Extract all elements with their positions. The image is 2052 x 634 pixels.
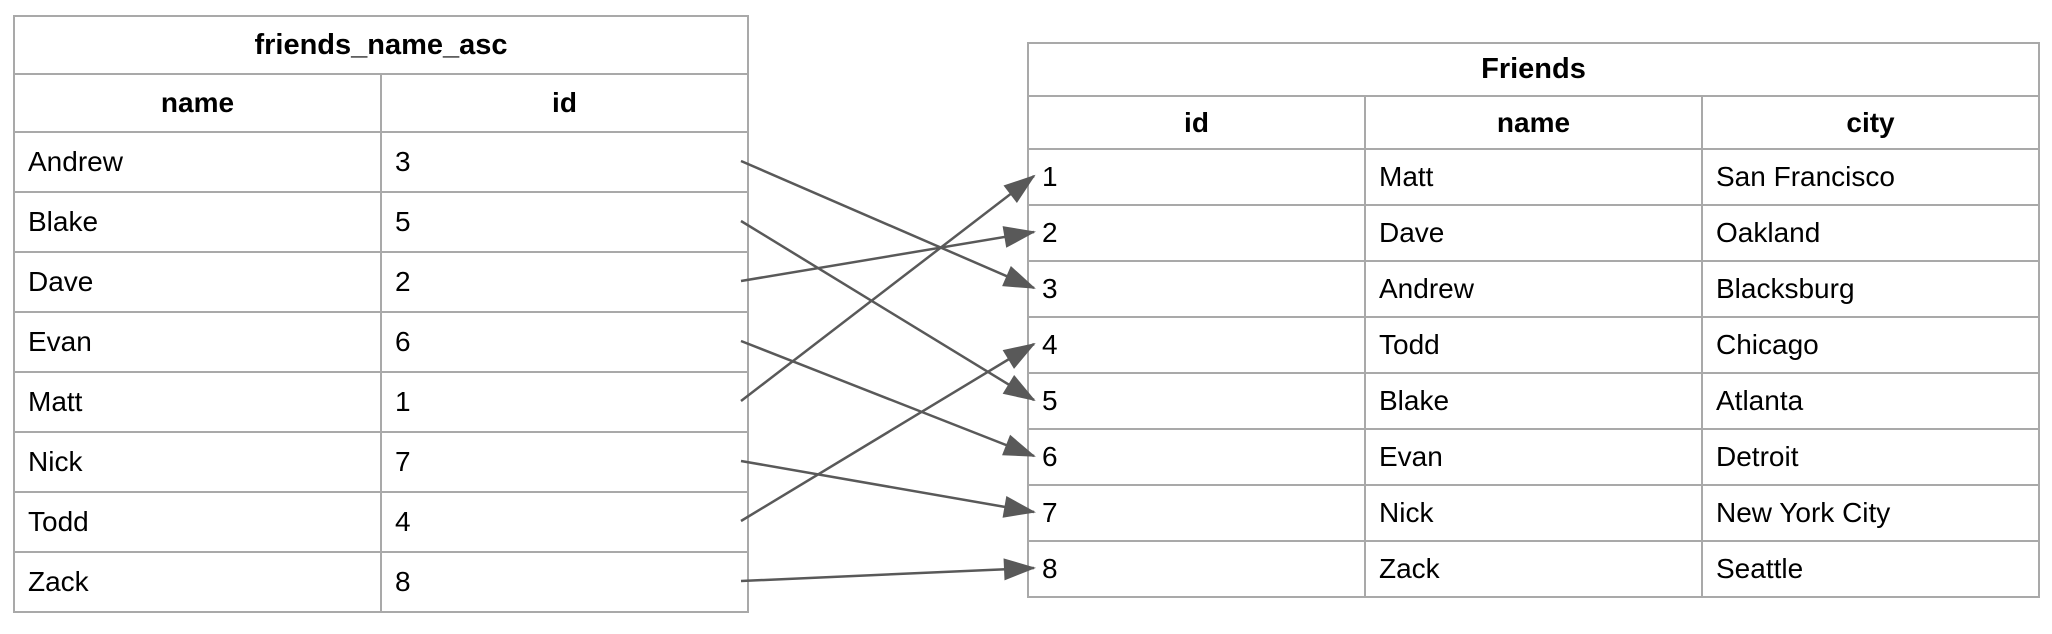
left-table-cell: 8 [380, 551, 749, 613]
left-table-title: friends_name_asc [13, 15, 749, 75]
left-column-header-name: name [13, 73, 382, 133]
right-table-cell: Todd [1364, 316, 1703, 374]
right-table-cell: Matt [1364, 148, 1703, 206]
left-column-header-id: id [380, 73, 749, 133]
left-table-cell: Dave [13, 251, 382, 313]
right-table-cell: Atlanta [1700, 372, 2041, 430]
left-table-cell: 6 [380, 311, 749, 373]
left-table-cell: Blake [13, 191, 382, 253]
left-table-cell: Nick [13, 431, 382, 493]
right-table-cell: Zack [1364, 540, 1703, 598]
right-table-cell: New York City [1700, 484, 2041, 542]
arrow-matt-to-id-1 [740, 174, 1036, 402]
left-table-cell: Evan [13, 311, 382, 373]
right-table-cell: 8 [1027, 540, 1366, 598]
left-table-title-row: friends_name_asc [13, 15, 749, 75]
right-table-cell: Nick [1364, 484, 1703, 542]
right-table-cell: Dave [1364, 204, 1703, 262]
right-table-cell: 1 [1027, 148, 1366, 206]
right-table-cell: Seattle [1700, 540, 2041, 598]
right-column-header-id: id [1027, 95, 1366, 150]
right-table-title: Friends [1026, 42, 2041, 97]
left-table-cell: 2 [380, 251, 749, 313]
left-table-cell: 1 [380, 371, 749, 433]
right-table-cell: Blacksburg [1700, 260, 2041, 318]
right-table-cell: Chicago [1700, 316, 2041, 374]
right-table-cell: 7 [1027, 484, 1366, 542]
left-table-cell: Matt [13, 371, 382, 433]
right-table-title-row: Friends [1026, 42, 2041, 97]
arrow-todd-to-id-4 [740, 342, 1036, 523]
arrow-andrew-to-id-3 [740, 159, 1036, 290]
arrow-dave-to-id-2 [740, 226, 1036, 283]
left-table-cell: Andrew [13, 131, 382, 193]
right-column-header-city: city [1700, 95, 2041, 150]
arrow-nick-to-id-7 [740, 459, 1036, 518]
right-table-cell: 6 [1027, 428, 1366, 486]
left-table-cell: Todd [13, 491, 382, 553]
right-table-cell: Andrew [1364, 260, 1703, 318]
right-table-cell: Oakland [1700, 204, 2041, 262]
right-table-cell: 5 [1027, 372, 1366, 430]
right-table-cell: San Francisco [1700, 148, 2041, 206]
right-table-cell: 4 [1027, 316, 1366, 374]
left-table-cell: 3 [380, 131, 749, 193]
right-column-header-name: name [1364, 95, 1703, 150]
right-table-cell: Evan [1364, 428, 1703, 486]
arrow-zack-to-id-8 [740, 558, 1036, 583]
right-table-cell: 3 [1027, 260, 1366, 318]
left-table-cell: Zack [13, 551, 382, 613]
left-table-cell: 7 [380, 431, 749, 493]
right-table-cell: Detroit [1700, 428, 2041, 486]
right-table-cell: Blake [1364, 372, 1703, 430]
left-table-cell: 4 [380, 491, 749, 553]
right-table-cell: 2 [1027, 204, 1366, 262]
left-table-cell: 5 [380, 191, 749, 253]
arrow-blake-to-id-5 [740, 219, 1036, 402]
arrow-evan-to-id-6 [740, 339, 1036, 458]
